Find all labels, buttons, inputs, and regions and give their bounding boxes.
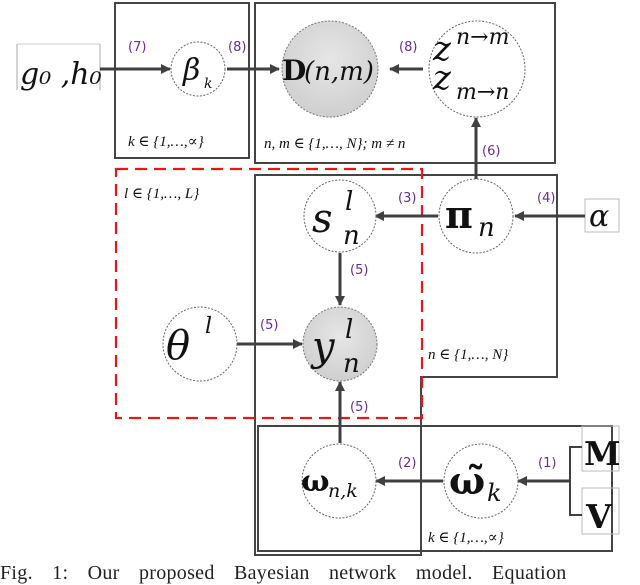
theta-sup: l: [205, 314, 212, 339]
s-sub: n: [343, 221, 360, 251]
omega-tilde-sub: k: [487, 479, 502, 507]
z2-sub: m→n: [456, 80, 509, 105]
plate-l-label: l ∈ {1,…, L}: [124, 186, 199, 202]
beta-symbol: β: [182, 53, 200, 88]
plate-beta: k ∈ {1,…,∝}: [114, 2, 250, 159]
y-symbol: y: [310, 324, 336, 370]
edge-label-5-s: (5): [350, 263, 368, 278]
hyper-M: M: [581, 425, 621, 473]
figure-caption: Fig. 1: Our proposed Bayesian network mo…: [0, 562, 567, 584]
node-theta: θ l: [162, 306, 238, 382]
s-symbol: s: [312, 196, 333, 242]
edges: [100, 64, 585, 516]
z2-symbol: z: [432, 58, 452, 98]
pi-symbol: π: [445, 192, 473, 237]
pi-sub: n: [478, 213, 495, 243]
node-z: z n→m z m→n: [428, 20, 526, 118]
plate-D: n, m ∈ {1,…, N}; m ≠ n: [254, 2, 556, 164]
hyper-alpha: α: [584, 198, 620, 234]
hyper-V: V: [581, 487, 620, 536]
edge-label-5-theta: (5): [260, 318, 278, 333]
edge-label-4: (4): [537, 191, 555, 206]
y-sub: n: [343, 349, 360, 379]
plate-beta-label: k ∈ {1,…,∝}: [128, 134, 204, 150]
plate-k-label: k ∈ {1,…,∝}: [428, 530, 504, 546]
g0h0-text: g₀ ,h₀: [20, 57, 102, 92]
node-omega-tilde: ω̃ k: [443, 443, 519, 519]
z1-sup: n→m: [456, 25, 509, 50]
node-D-observed: D (n,m): [281, 20, 379, 118]
omega-nk-symbol: ω: [301, 464, 330, 499]
omega-nk-sub: n,k: [328, 480, 358, 502]
beta-sub: k: [204, 76, 212, 92]
D-symbol: D: [282, 54, 306, 87]
node-pi: π n: [438, 178, 514, 254]
edge-label-5-omega: (5): [350, 400, 368, 415]
alpha-text: α: [589, 199, 609, 234]
M-text: M: [584, 434, 621, 473]
edge-label-2: (2): [398, 456, 416, 471]
plate-l-dashed: l ∈ {1,…, L}: [114, 167, 424, 420]
hyper-g0h0: g₀ ,h₀: [16, 43, 102, 92]
edge-label-6: (6): [482, 144, 500, 159]
plate-D-label: n, m ∈ {1,…, N}; m ≠ n: [264, 136, 405, 152]
edge-label-1: (1): [538, 456, 556, 471]
theta-symbol: θ: [166, 323, 190, 369]
node-omega-nk: ω n,k: [301, 443, 377, 519]
node-beta: β k: [170, 41, 226, 97]
edge-label-8-z: (8): [399, 40, 417, 55]
plate-n-label: n ∈ {1,…, N}: [428, 347, 508, 363]
omega-tilde-symbol: ω̃: [449, 458, 485, 503]
V-text: V: [585, 497, 613, 536]
edge-label-7: (7): [128, 40, 146, 55]
edge-label-8-beta: (8): [228, 40, 246, 55]
D-args: (n,m): [304, 57, 374, 87]
s-sup: l: [345, 187, 353, 217]
node-s: s l n: [303, 179, 377, 253]
edge-MV-bracket: [569, 446, 582, 516]
node-y-observed: y l n: [302, 306, 378, 382]
y-sup: l: [345, 315, 353, 345]
z1-symbol: z: [432, 29, 452, 69]
edge-label-3: (3): [398, 191, 416, 206]
